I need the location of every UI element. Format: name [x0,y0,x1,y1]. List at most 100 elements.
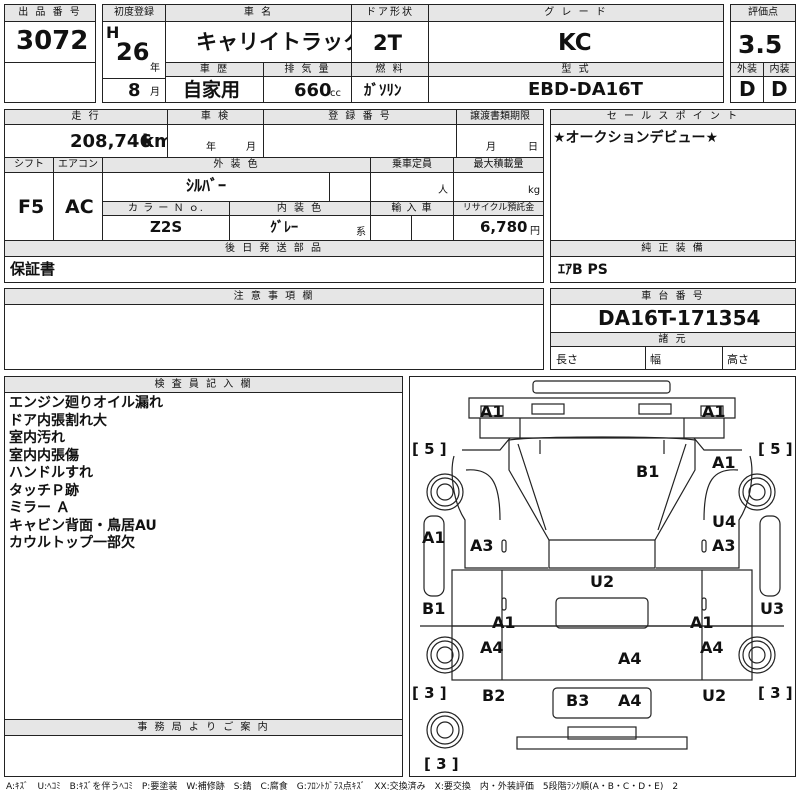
shift-header: シフト [4,157,54,173]
score-cell [730,21,796,63]
height-label: 高さ [727,353,749,366]
displacement-header: 排 気 量 [263,62,352,77]
length-label: 長さ [556,353,578,366]
capacity-header: 乗車定員 [370,157,454,173]
ac-cell [53,172,103,241]
damage-mark: A1 [690,613,714,632]
exterior-score-cell [730,76,764,103]
exterior-color: ｼﾙﾊﾞｰ [186,176,227,195]
ac-header: エアコン [53,157,103,173]
transfer-deadline-header: 譲渡書類期限 [456,109,544,125]
equipment-cell [550,256,796,283]
inspector-note: カウルトップ一部欠 [9,535,135,551]
interior-score-cell [763,76,796,103]
interior-color: ｸﾞﾚｰ [270,220,298,236]
spec-height-cell [722,346,796,370]
recycle-header: リサイクル預託金 [453,201,544,216]
registration-number-header: 登 録 番 号 [263,109,457,125]
mileage-unit: km [142,131,173,152]
legend-text: A:ｷｽﾞ U:ﾍｺﾐ B:ｷｽﾞを伴うﾍｺﾐ P:要塗装 W:補修跡 S:錆 … [6,782,679,792]
shift-cell [4,172,54,241]
inspection-month-unit: 月 [246,142,256,153]
inspector-notes-header: 検 査 員 記 入 欄 [4,376,403,393]
interior-color-header: 内 装 色 [229,201,371,216]
inspector-note: ドア内張割れ大 [9,412,107,429]
inspector-note: ミラー Ａ [9,500,70,516]
sales-point-header: セ ー ル ス ポ イ ン ト [550,109,796,125]
import-cell [370,215,412,241]
exterior-color-cell [102,172,330,202]
score-header: 評価点 [730,4,796,22]
inspector-note: キャビン背面・鳥居AU [9,517,157,534]
caution-header: 注 意 事 項 欄 [4,288,544,305]
inspector-note: 室内汚れ [9,430,65,446]
inspector-note: ハンドルすれ [9,465,93,481]
width-label: 幅 [650,353,661,366]
car-name: キャリイトラック [196,30,364,54]
color-number: Z2S [150,218,183,236]
equipment: ｴｱB PS [558,262,608,278]
damage-mark: A1 [480,402,504,421]
exterior-color-header: 外 装 色 [102,157,371,173]
damage-mark: A4 [618,691,642,710]
mileage-cell [4,124,168,158]
exterior-color-subcell [329,172,371,202]
tire-rating-rear-right: [ 3 ] [758,684,793,702]
damage-mark: B3 [566,691,590,710]
mileage-header: 走 行 [4,109,168,125]
model-cell [428,76,724,103]
displacement-unit: cc [330,88,341,99]
fuel: ｶﾞｿﾘﾝ [364,81,402,99]
recycle-deposit: 6,780 [480,218,528,236]
damage-mark: A1 [712,453,736,472]
inspection-cell [167,124,264,158]
damage-mark: B1 [636,462,660,481]
damage-mark: A4 [618,649,642,668]
damage-mark: A3 [712,536,736,555]
era: H [106,23,120,42]
damage-mark: U3 [760,599,785,618]
max-load-unit: kg [528,185,541,196]
sales-point-cell [550,124,796,241]
shift: F5 [18,196,45,218]
damage-mark: A1 [422,528,446,547]
history-cell [165,76,264,103]
later-parts: 保証書 [10,260,56,278]
lot-number-blank [4,62,96,103]
displacement-cell [263,76,352,103]
transfer-day-unit: 日 [528,142,538,153]
equipment-header: 純 正 装 備 [550,240,796,257]
interior-score: D [771,77,788,101]
displacement: 660 [294,80,332,101]
damage-mark: U4 [712,512,737,531]
lot-number: 3072 [16,26,89,56]
inspector-note: 室内内張傷 [9,447,79,464]
chassis-number-header: 車 台 番 号 [550,288,796,305]
recycle-unit: 円 [530,226,540,237]
grade-header: グ レ ー ド [428,4,724,22]
year-unit: 年 [150,63,160,74]
exterior-score: D [739,77,756,101]
first-registration-header: 初度登録 [102,4,166,22]
lot-number-cell [4,21,96,63]
tire-rating-front-right: [ 5 ] [758,440,793,458]
grade: KC [558,30,592,56]
tire-rating-front-left: [ 5 ] [412,440,447,458]
import-subcell [411,215,454,241]
lot-number-header: 出 品 番 号 [4,4,96,22]
score: 3.5 [738,30,783,59]
damage-mark: U2 [590,572,615,591]
model-header: 型 式 [428,62,724,77]
fuel-header: 燃 料 [351,62,429,77]
color-number-cell [102,215,230,241]
damage-mark: A1 [492,613,516,632]
registration-month: 8 [128,80,141,101]
max-load-header: 最大積載量 [453,157,544,173]
inspector-note: タッチＰ跡 [9,482,79,499]
color-number-header: カ ラ ー Ｎ ｏ. [102,201,230,216]
door-type: 2T [373,31,402,55]
damage-mark: A4 [700,638,724,657]
exterior-score-header: 外装 [730,62,764,77]
grade-cell [428,21,724,63]
spec-header: 諸 元 [550,332,796,347]
